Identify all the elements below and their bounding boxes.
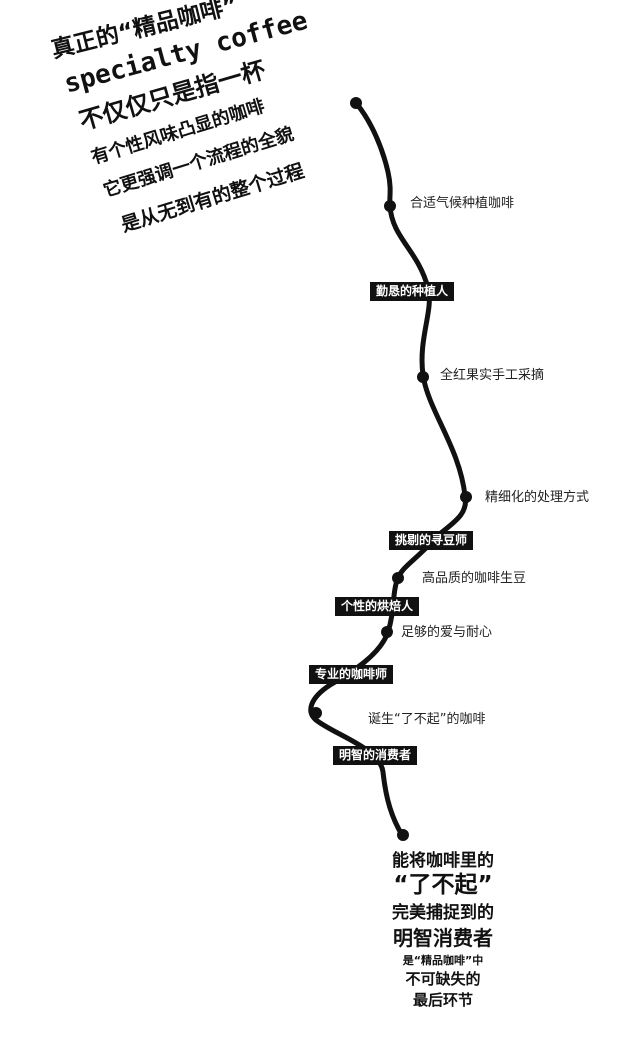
closing-line-7: 最后环节 bbox=[412, 991, 473, 1009]
path-node-end bbox=[397, 829, 409, 841]
step-patience: 足够的爱与耐心 bbox=[401, 625, 493, 640]
role-badge-roaster: 个性的烘焙人 bbox=[335, 597, 420, 617]
path-node-climate bbox=[384, 200, 396, 212]
step-process: 精细化的处理方式 bbox=[485, 490, 590, 505]
path-node-patience bbox=[381, 626, 393, 638]
role-badge-barista: 专业的咖啡师 bbox=[309, 665, 394, 685]
role-badge-consumer: 明智的消费者 bbox=[333, 746, 418, 766]
closing-line-5: 是“精品咖啡”中 bbox=[402, 954, 484, 967]
path-node-birth bbox=[310, 707, 322, 719]
closing-line-4: 明智消费者 bbox=[393, 926, 493, 950]
closing-line-1: 能将咖啡里的 bbox=[392, 851, 494, 871]
path-node-process bbox=[460, 491, 472, 503]
closing-line-6: 不可缺失的 bbox=[405, 970, 481, 988]
closing-line-3: 完美捕捉到的 bbox=[392, 903, 494, 923]
path-node-start bbox=[350, 97, 362, 109]
path-node-beans bbox=[392, 572, 404, 584]
role-badge-buyer: 挑剔的寻豆师 bbox=[389, 531, 474, 551]
step-beans: 高品质的咖啡生豆 bbox=[422, 571, 527, 586]
step-climate: 合适气候种植咖啡 bbox=[410, 196, 515, 211]
role-badge-farmer: 勤恳的种植人 bbox=[370, 282, 455, 302]
closing-line-2: “了不起” bbox=[393, 872, 493, 898]
step-birth: 诞生“了不起”的咖啡 bbox=[368, 712, 486, 727]
step-harvest: 全红果实手工采摘 bbox=[440, 368, 545, 383]
path-node-harvest bbox=[417, 371, 429, 383]
